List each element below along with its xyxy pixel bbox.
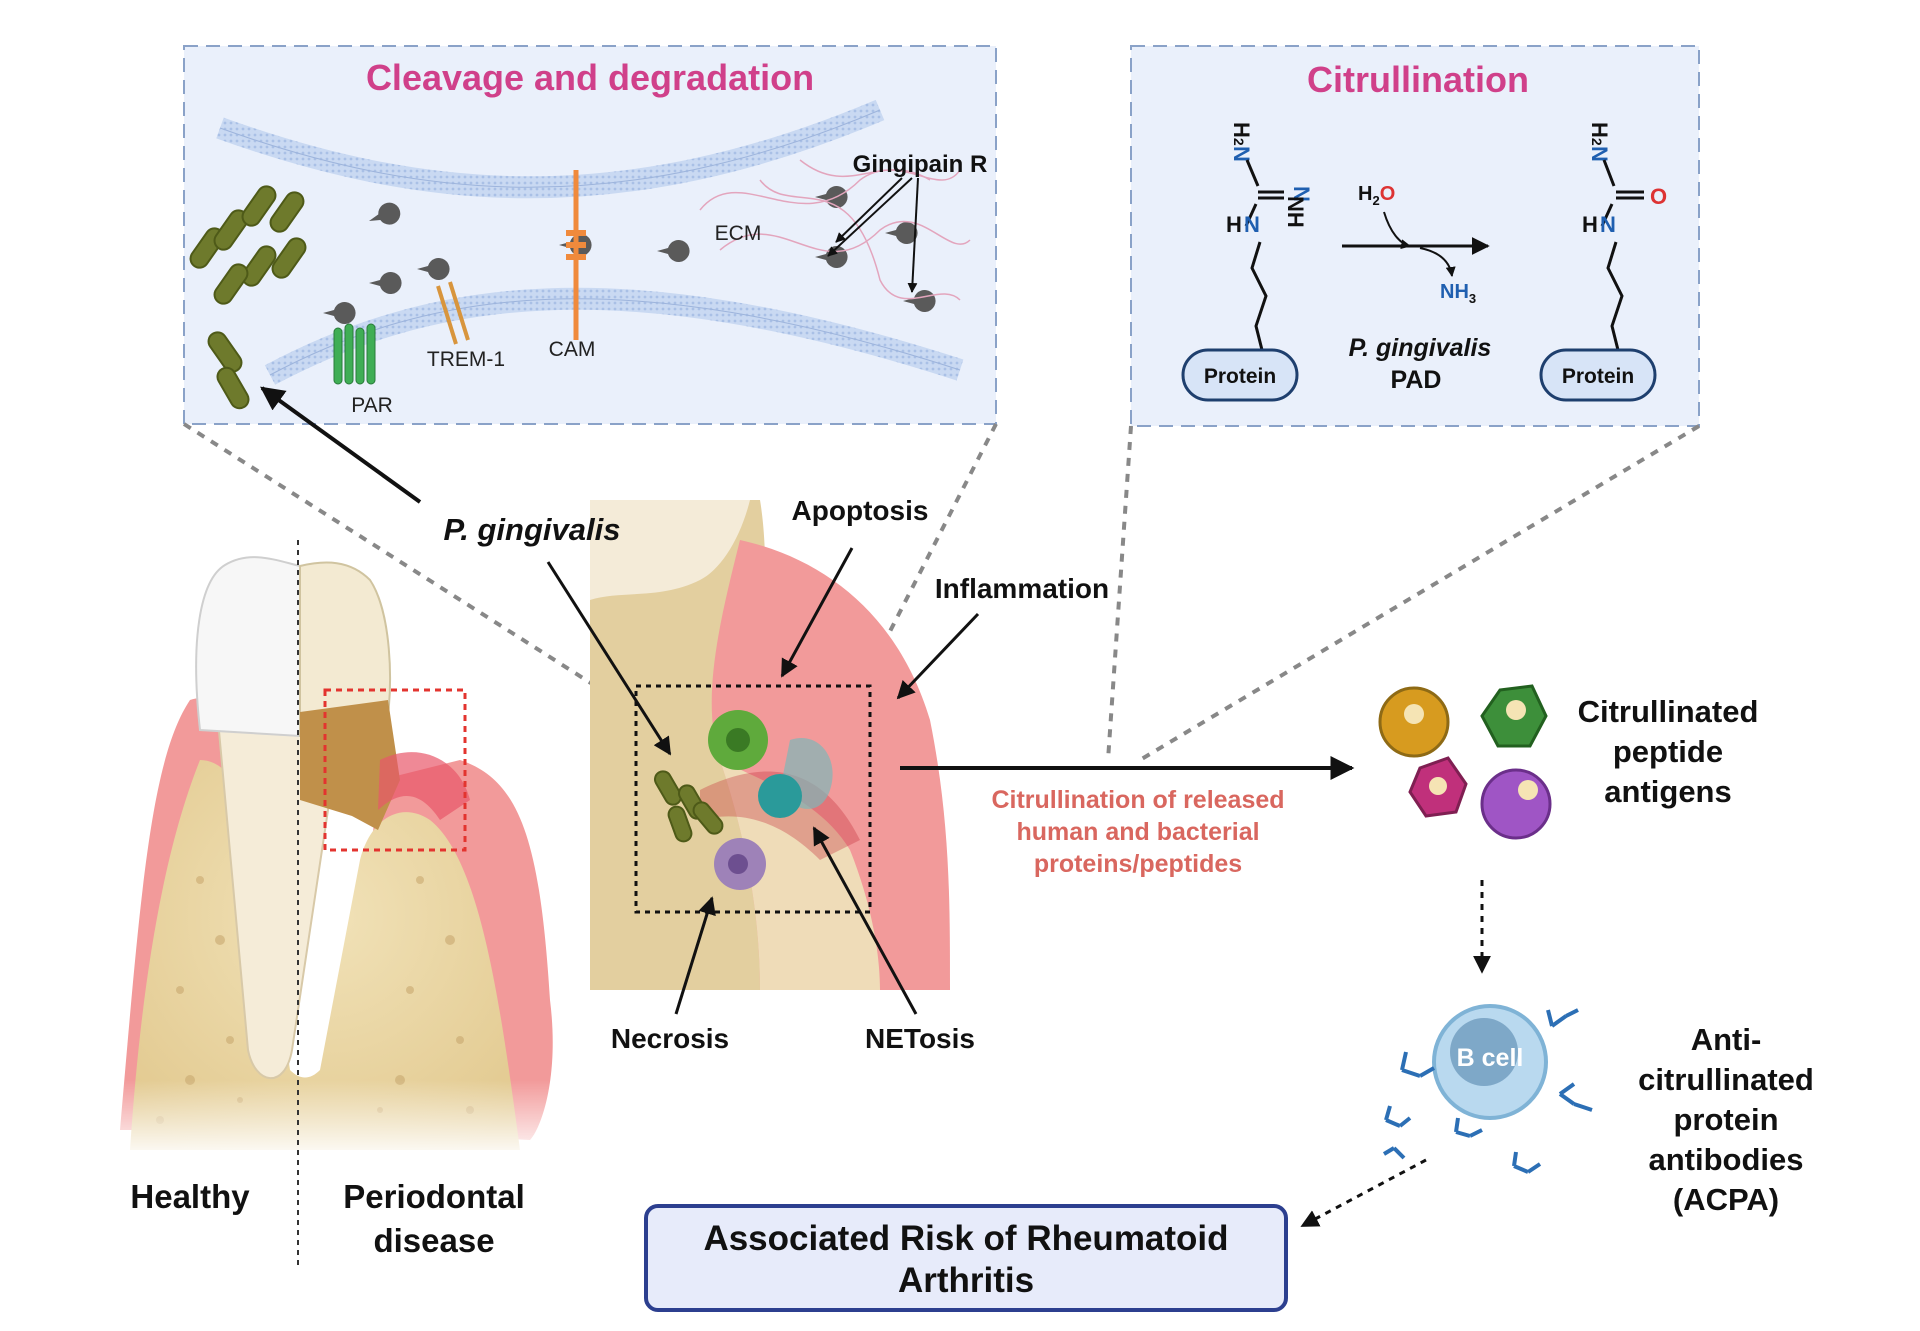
- netosis-cell: [758, 738, 833, 818]
- trem1-receptor: [436, 281, 470, 345]
- svg-text:N: N: [1289, 186, 1314, 202]
- citrullination-title: Citrullination: [1307, 59, 1529, 100]
- svg-text:NH3: NH3: [1440, 281, 1476, 306]
- svg-text:B cell: B cell: [1457, 1044, 1524, 1072]
- svg-text:N: N: [1587, 146, 1612, 162]
- ecm-fibres: [699, 159, 971, 301]
- zoom-connectors: [182, 422, 1701, 762]
- bacteria-center: [654, 770, 724, 843]
- tartar: [300, 700, 400, 830]
- citrullinated-antigens: [1378, 684, 1552, 840]
- disease-label-1: Periodontal: [343, 1178, 525, 1215]
- citrullination-panel: Citrullination H2 N N H N NH Protein H2O: [1130, 45, 1700, 427]
- svg-text:H2O: H2O: [1358, 183, 1395, 208]
- svg-text:H: H: [1226, 212, 1242, 237]
- svg-text:Protein: Protein: [1562, 365, 1634, 388]
- cleavage-panel: Cleavage and degradation: [183, 45, 997, 425]
- protein-left: Protein: [1181, 348, 1299, 402]
- process-line-3: proteins/peptides: [1034, 850, 1242, 878]
- acpa-line-2: citrullinated: [1638, 1062, 1814, 1097]
- svg-text:N: N: [1600, 212, 1616, 237]
- acpa-line-4: antibodies: [1648, 1142, 1803, 1177]
- svg-text:Protein: Protein: [1204, 365, 1276, 388]
- par-label: PAR: [351, 394, 393, 417]
- apoptotic-cell: [708, 710, 768, 770]
- svg-text:N: N: [1229, 146, 1254, 162]
- acpa-line-1: Anti-: [1691, 1022, 1762, 1057]
- cleavage-title: Cleavage and degradation: [366, 57, 814, 98]
- svg-text:O: O: [1650, 184, 1667, 209]
- svg-text:N: N: [1244, 212, 1260, 237]
- tooth-illustration: Healthy Periodontal disease: [100, 540, 580, 1270]
- enzyme-name: P. gingivalis: [1349, 334, 1492, 362]
- necrosis-label: Necrosis: [611, 1023, 729, 1054]
- antigens-line-2: peptide: [1613, 734, 1723, 769]
- b-cell: B cell: [1432, 1004, 1548, 1120]
- center-zoom-tissue: [590, 500, 950, 990]
- tooth-crown-healthy: [195, 556, 301, 738]
- antigens-line-1: Citrullinated: [1578, 694, 1759, 729]
- antibodies: [1382, 1008, 1593, 1174]
- svg-text:H2: H2: [1229, 122, 1254, 146]
- gingipain-r-proteases: [323, 186, 936, 325]
- protein-right: Protein: [1539, 348, 1657, 402]
- apoptosis-label: Apoptosis: [792, 495, 929, 526]
- tooth-root: [216, 718, 342, 1080]
- alveolar-bone: [130, 760, 520, 1150]
- trem-label: TREM-1: [427, 348, 505, 371]
- risk-line-1: Associated Risk of Rheumatoid: [703, 1219, 1228, 1258]
- inflammation-label: Inflammation: [935, 573, 1109, 604]
- arginine-structure: H2 N N H N NH: [1226, 122, 1314, 351]
- healthy-label: Healthy: [130, 1178, 250, 1215]
- risk-line-2: Arthritis: [898, 1261, 1034, 1300]
- svg-text:H: H: [1582, 212, 1598, 237]
- necrotic-cell: [714, 838, 766, 890]
- gingipain-label: Gingipain R: [853, 151, 988, 178]
- svg-text:H2: H2: [1587, 122, 1612, 146]
- pathogen-label: P. gingivalis: [444, 512, 621, 547]
- citrulline-structure: H2 N O H N: [1582, 122, 1667, 351]
- par-receptor: [333, 323, 376, 385]
- cam-label: CAM: [549, 338, 596, 361]
- enzyme-pad: PAD: [1391, 366, 1442, 394]
- acpa-line-3: protein: [1673, 1102, 1778, 1137]
- antigens-line-3: antigens: [1604, 774, 1731, 809]
- disease-label-2: disease: [373, 1222, 494, 1259]
- ecm-label: ECM: [715, 222, 762, 245]
- process-line-2: human and bacterial: [1016, 818, 1259, 846]
- zoom-region-box: [323, 688, 467, 852]
- process-line-1: Citrullination of released: [991, 786, 1284, 814]
- bacteria-cluster: [189, 185, 307, 410]
- cam-receptor: [566, 170, 586, 340]
- reaction-arrow: H2O NH3 P. gingivalis PAD: [1342, 183, 1491, 394]
- risk-box: Associated Risk of Rheumatoid Arthritis: [644, 1204, 1288, 1312]
- netosis-label: NETosis: [865, 1023, 975, 1054]
- acpa-line-5: (ACPA): [1673, 1182, 1779, 1217]
- svg-text:NH: NH: [1283, 196, 1308, 228]
